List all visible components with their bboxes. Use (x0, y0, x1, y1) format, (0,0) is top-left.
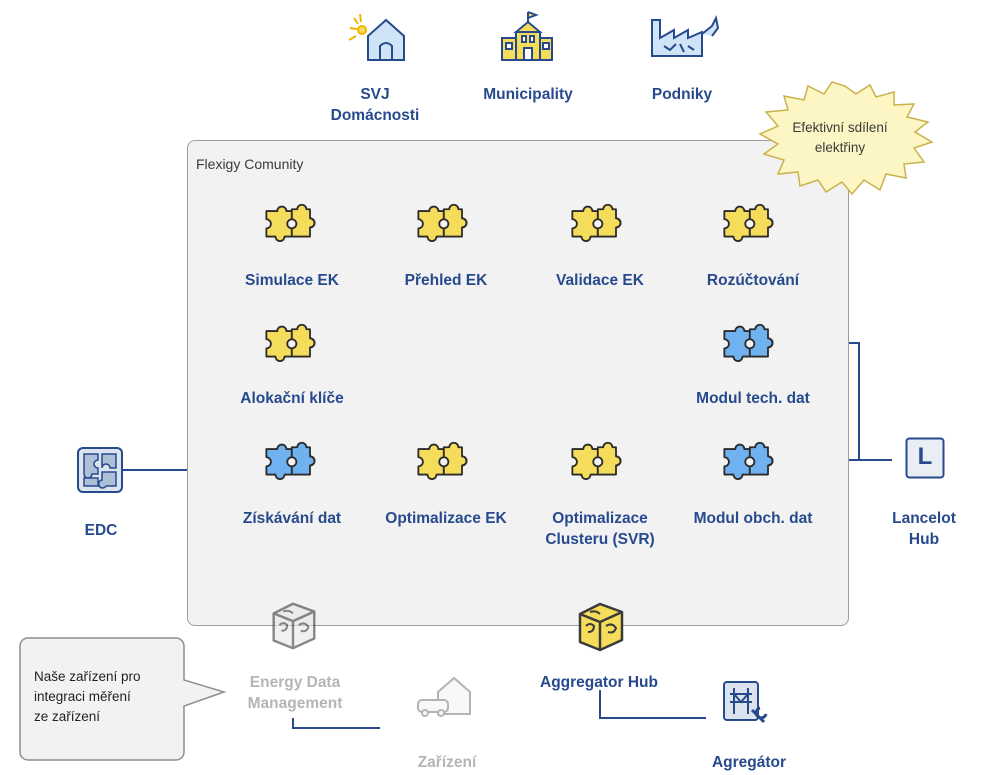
connector-edm-zarizeni (292, 718, 380, 729)
puzzle-icon (720, 440, 776, 480)
town-hall-icon (498, 10, 554, 62)
substation-icon (722, 680, 768, 728)
puzzle-icon (262, 202, 318, 242)
module-label-validace: Validace EK (556, 272, 644, 289)
agregator-label: Agregátor (711, 754, 787, 771)
efficiency-burst-callout (752, 80, 938, 200)
energy-data-management-label: Energy Data Management (247, 674, 343, 712)
module-label-simulace: Simulace EK (245, 272, 339, 289)
zarizeni-label: Zařízení (417, 754, 477, 771)
module-label-optimalizace-clusteru: Optimalizace Clusteru (SVR) (545, 510, 655, 548)
edc-label: EDC (84, 522, 118, 539)
module-label-prehled: Přehled EK (404, 272, 488, 289)
connector-aggregator-agregator (599, 690, 706, 719)
module-label-modul-tech-dat: Modul tech. dat (696, 390, 810, 407)
stakeholder-label-municipality: Municipality (483, 86, 573, 103)
edc-puzzle-icon (76, 446, 124, 494)
efficiency-burst-text: Efektivní sdílení elektřiny (792, 120, 888, 155)
module-label-modul-obch-dat: Modul obch. dat (693, 510, 813, 527)
module-label-alokacni-klice: Alokační klíče (240, 390, 344, 407)
stakeholder-label-svj: SVJ Domácnosti (330, 86, 420, 124)
home-device-icon (416, 672, 474, 718)
community-title: Flexigy Comunity (196, 156, 304, 172)
aggregator-hub-label: Aggregator Hub (540, 674, 658, 691)
module-label-optimalizace-ek: Optimalizace EK (385, 510, 507, 527)
energy-data-management-cube-icon (264, 596, 322, 654)
lancelot-hub-label: Lancelot Hub (892, 510, 956, 548)
stakeholder-label-podniky: Podniky (651, 86, 713, 103)
module-label-ziskavani-dat: Získávání dat (242, 510, 342, 527)
puzzle-icon (414, 440, 470, 480)
device-speech-bubble (18, 636, 232, 766)
device-callout-text: Naše zařízení pro integraci měření ze za… (34, 669, 141, 724)
lancelot-hub-letter: L (917, 443, 933, 470)
module-label-rozuctovani: Rozúčtování (706, 272, 800, 289)
puzzle-icon (568, 440, 624, 480)
smart-home-icon (346, 12, 408, 62)
puzzle-icon (414, 202, 470, 242)
puzzle-icon (568, 202, 624, 242)
puzzle-icon (720, 322, 776, 362)
puzzle-icon (720, 202, 776, 242)
puzzle-icon (262, 440, 318, 480)
aggregator-hub-cube-icon (570, 596, 630, 656)
lancelot-hub-icon (905, 437, 945, 479)
puzzle-icon (262, 322, 318, 362)
factory-icon (650, 14, 720, 60)
